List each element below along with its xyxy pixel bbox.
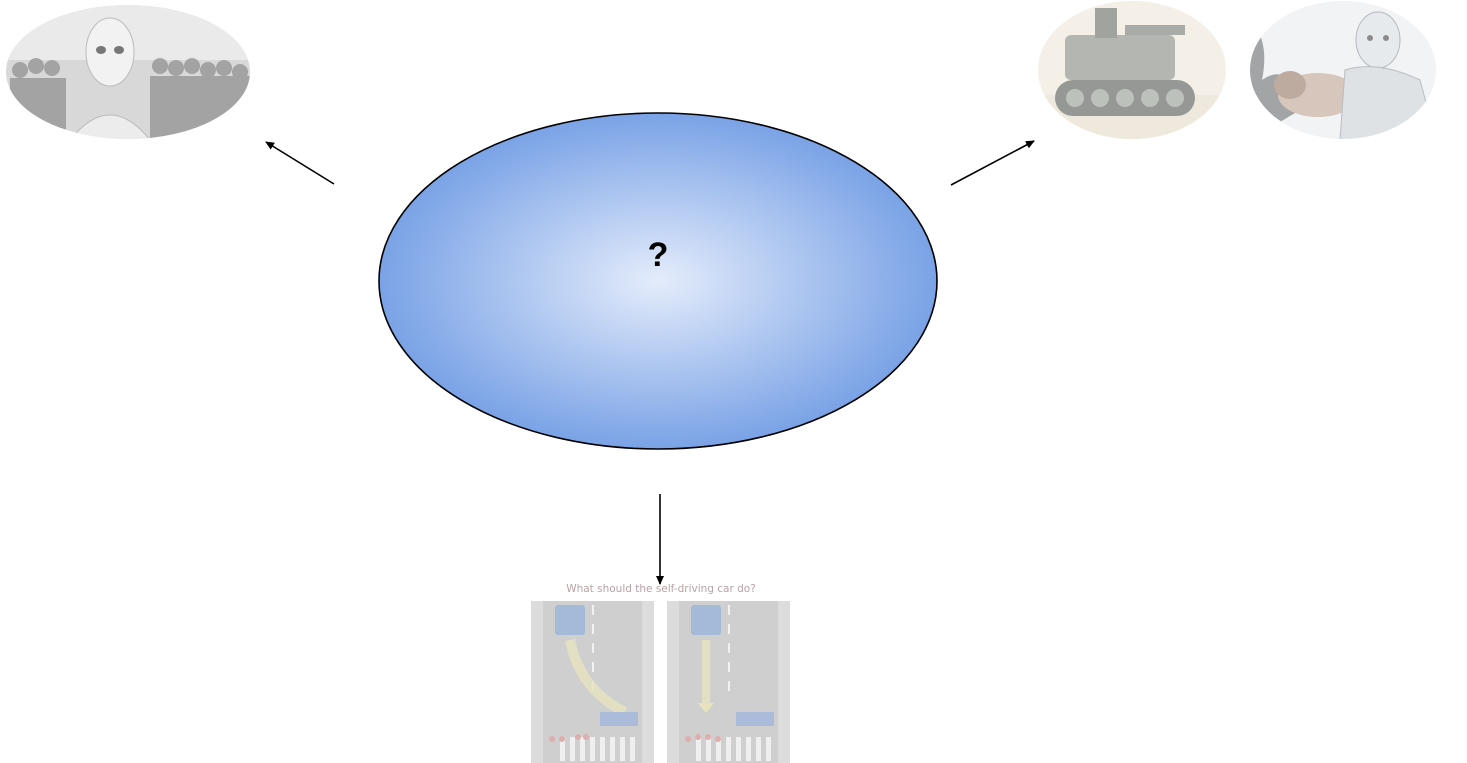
dilemma-caption: What should the self-driving car do? (566, 583, 756, 595)
dilemma-panel-right (667, 601, 790, 763)
robot-army-icon (6, 5, 250, 139)
arrow-to-top-right (950, 140, 1035, 186)
central-ellipse (378, 112, 938, 450)
humanoid-robot-companion-icon (1250, 1, 1436, 139)
dilemma-panel-left (531, 601, 654, 763)
self-driving-car-dilemma-icon (531, 601, 790, 763)
arrow-to-top-left (265, 141, 335, 185)
military-robot-icon (1038, 1, 1226, 139)
center-question-mark: ? (647, 236, 669, 274)
